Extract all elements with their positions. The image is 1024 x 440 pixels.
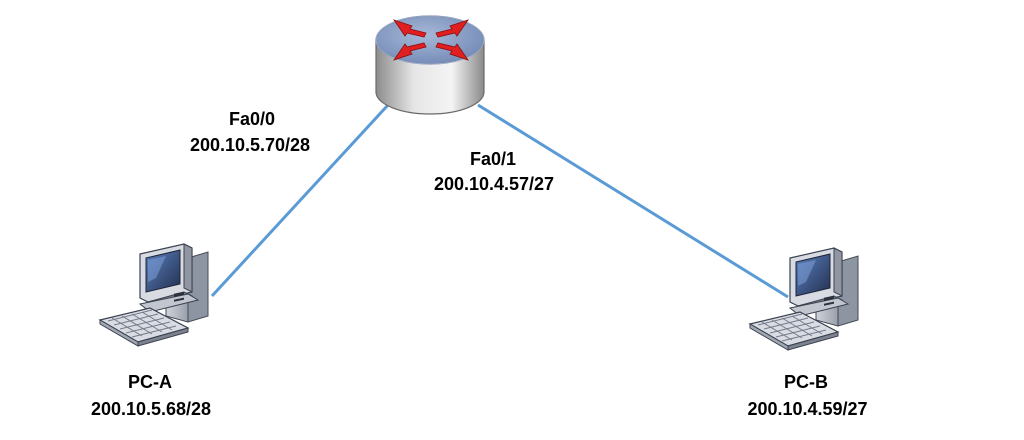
pc-a-name: PC-A [128,372,172,392]
interface-fa0-1-ip: 200.10.4.57/27 [433,174,555,194]
interface-fa0-1-label: Fa0/1 [469,149,517,169]
link-router-to-pc-b [477,103,789,299]
interface-fa0-0-ip: 200.10.5.70/28 [189,135,311,155]
link-router-to-pc-a [210,103,390,298]
pc-b-name: PC-B [784,372,828,392]
desktop-computer-icon[interactable] [749,247,859,351]
desktop-computer-icon[interactable] [99,243,209,347]
pc-a-ip: 200.10.5.68/28 [90,399,212,419]
interface-fa0-0-label: Fa0/0 [228,109,276,129]
pc-b-ip: 200.10.4.59/27 [747,399,868,419]
router-icon[interactable] [375,15,485,115]
